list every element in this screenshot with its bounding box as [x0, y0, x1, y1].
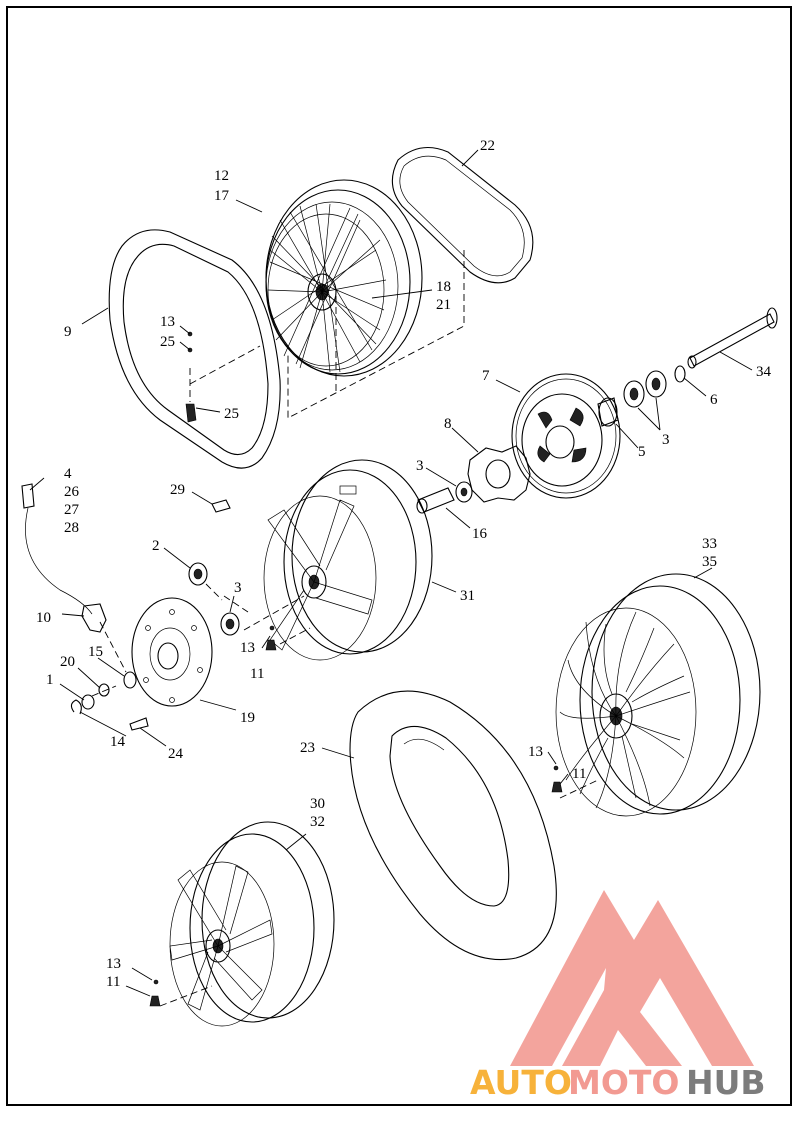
- assembly-lines: [91, 250, 599, 1007]
- valve-stem-11a: [265, 639, 277, 651]
- inner-tube: [108, 229, 281, 469]
- callout-7: 7: [482, 368, 490, 384]
- callout-11b: 11: [572, 766, 586, 782]
- callout-25b: 25: [224, 406, 239, 422]
- cush-drive-damper: [467, 445, 531, 503]
- callout-21: 21: [436, 297, 451, 313]
- callout-17: 17: [214, 188, 230, 204]
- callout-13d: 13: [106, 956, 121, 972]
- callout-13a: 13: [160, 314, 175, 330]
- rear-sprocket: [511, 373, 621, 499]
- callout-13b: 13: [240, 640, 255, 656]
- tire: [349, 690, 557, 961]
- callout-11c: 11: [106, 974, 120, 990]
- callout-29: 29: [170, 482, 185, 498]
- callout-34: 34: [756, 364, 772, 380]
- bearings-and-spacers: [597, 365, 686, 427]
- callout-23: 23: [300, 740, 315, 756]
- callout-28: 28: [64, 520, 79, 536]
- cast-wheel-33: [551, 573, 761, 817]
- callout-6: 6: [710, 392, 718, 408]
- axle: [687, 307, 778, 369]
- cast-wheel-31: [263, 459, 433, 661]
- callout-numbers: 22 12 17 18 21 9 13 25 25 34 7 6 5 3 8 3…: [36, 138, 772, 990]
- spoke-wheel: [265, 179, 423, 377]
- nut-1: [81, 694, 95, 710]
- logo-text-hub: HUB: [686, 1063, 766, 1102]
- spacer-16: [416, 487, 455, 514]
- callout-25a: 25: [160, 334, 175, 350]
- callout-30: 30: [310, 796, 325, 812]
- logo-text-auto: AUTO: [470, 1063, 572, 1102]
- callout-27: 27: [64, 502, 80, 518]
- callout-11a: 11: [250, 666, 264, 682]
- callout-20: 20: [60, 654, 75, 670]
- weight-29: [211, 499, 231, 513]
- valve-stem-11c: [149, 995, 161, 1007]
- callout-12: 12: [214, 168, 229, 184]
- drive-belt: [391, 146, 534, 284]
- callout-22: 22: [480, 138, 495, 154]
- callout-10: 10: [36, 610, 51, 626]
- cast-wheel-30: [149, 821, 335, 1027]
- bearing-3b: [455, 481, 473, 503]
- callout-19: 19: [240, 710, 255, 726]
- callout-32: 32: [310, 814, 325, 830]
- bolt-24: [129, 717, 149, 731]
- spacer-15: [123, 671, 137, 689]
- callout-8: 8: [444, 416, 452, 432]
- callout-4: 4: [64, 466, 72, 482]
- callout-33: 33: [702, 536, 717, 552]
- brake-disc: [131, 597, 213, 707]
- clip-14: [70, 699, 82, 715]
- automotohub-logo: AUTO MOTO HUB: [470, 890, 766, 1102]
- washer-20: [98, 683, 110, 697]
- callout-24: 24: [168, 746, 184, 762]
- leader-lines: [29, 149, 753, 997]
- callout-1: 1: [46, 672, 54, 688]
- callout-9: 9: [64, 324, 72, 340]
- valve-stem-11b: [551, 781, 563, 793]
- callout-31: 31: [460, 588, 475, 604]
- bearing-3c: [220, 612, 240, 636]
- callout-26: 26: [64, 484, 80, 500]
- logo-text-moto: MOTO: [568, 1063, 679, 1102]
- callout-3b: 3: [416, 458, 424, 474]
- bearing-2: [188, 562, 208, 586]
- callout-16: 16: [472, 526, 488, 542]
- callout-5: 5: [638, 444, 646, 460]
- callout-15: 15: [88, 644, 103, 660]
- logo-triangle-mark: [510, 890, 754, 1066]
- callout-13c: 13: [528, 744, 543, 760]
- callout-35: 35: [702, 554, 717, 570]
- callout-3c: 3: [234, 580, 242, 596]
- callout-14: 14: [110, 734, 126, 750]
- callout-18: 18: [436, 279, 451, 295]
- callout-3a: 3: [662, 432, 670, 448]
- callout-2: 2: [152, 538, 160, 554]
